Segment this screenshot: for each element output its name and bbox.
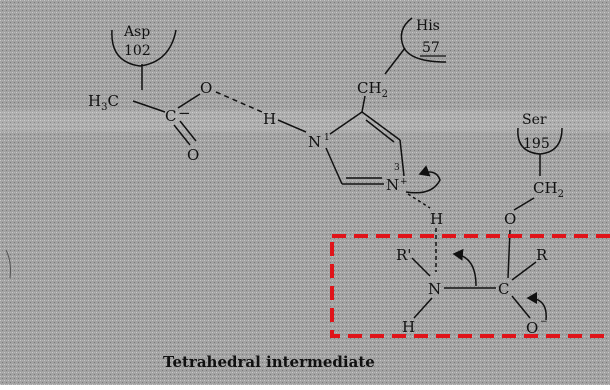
highlight-box	[330, 234, 610, 338]
ring-bond-n1-c2	[325, 147, 343, 185]
his-number: 57	[422, 40, 440, 56]
bond-his-ch2	[384, 47, 406, 75]
atom-c-carboxyl: C	[165, 107, 176, 125]
his-arc	[400, 17, 447, 63]
atom-r-prime: R'	[396, 246, 411, 264]
figure-caption: Tetrahedral intermediate	[163, 353, 375, 371]
bond-n-h-bottom	[413, 297, 433, 319]
atom-o-bottom: O	[187, 146, 199, 164]
asp-name: Asp	[123, 24, 150, 40]
his-name: His	[416, 18, 440, 34]
ring-bond-c5-n3	[399, 139, 405, 177]
atom-r: R	[536, 246, 548, 264]
bond-n3-h	[407, 193, 431, 209]
asp-arc	[111, 29, 177, 67]
atom-n3-plus: +	[400, 177, 408, 187]
his-residue: His 57	[400, 17, 447, 63]
ser-number: 195	[523, 136, 550, 152]
atom-ch2-ser: CH2	[533, 179, 564, 200]
bond-c-o-bottom-2	[179, 120, 197, 142]
atom-o-top: O	[200, 79, 212, 97]
edge-mark	[5, 249, 11, 279]
atom-c-tetrahedral: C	[498, 280, 509, 298]
bond-c-o-bottom-1	[173, 124, 191, 146]
arrow-from-o	[526, 292, 547, 321]
atom-o-ser: O	[504, 210, 516, 228]
bond-h3c-c	[132, 100, 166, 113]
asp-residue: Asp 102	[111, 24, 177, 67]
atom-h-bridge: H	[263, 110, 276, 128]
bond-c-o-minus	[511, 295, 531, 319]
ser-residue: Ser 195	[517, 112, 563, 155]
bond-c-o-top	[177, 93, 201, 109]
atom-n3-index: 3	[394, 163, 400, 173]
arrow-to-n	[452, 248, 477, 287]
charge-c-carboxyl: −	[178, 104, 191, 122]
atom-n1: N	[308, 133, 321, 151]
atom-n1-index: 1	[324, 133, 330, 143]
atom-n3: N	[386, 176, 399, 194]
ring-bond-c4-n1	[329, 111, 363, 135]
atom-o-minus: O	[526, 319, 538, 337]
ring-bond-c4-c5-double	[365, 119, 395, 143]
ring-bond-c4-c5	[361, 111, 401, 141]
bond-ch2-o	[513, 197, 535, 211]
atom-ch2-his: CH2	[357, 79, 388, 100]
bond-r-prime-n	[411, 257, 431, 277]
atom-h-top: H	[430, 210, 443, 228]
atom-n-amide: N	[428, 280, 441, 298]
light-band	[0, 110, 610, 132]
atom-h-bottom: H	[402, 318, 415, 336]
atom-h3c: H3C	[88, 92, 119, 113]
arrow-n3-curve	[405, 165, 441, 194]
bond-ch2-ring	[361, 95, 366, 113]
bond-h-n1	[277, 119, 307, 133]
ser-name: Ser	[522, 112, 547, 128]
bond-c-r	[511, 261, 537, 281]
charge-o-minus: −	[540, 317, 548, 327]
asp-number: 102	[124, 43, 151, 59]
imidazole-ring	[325, 111, 405, 185]
